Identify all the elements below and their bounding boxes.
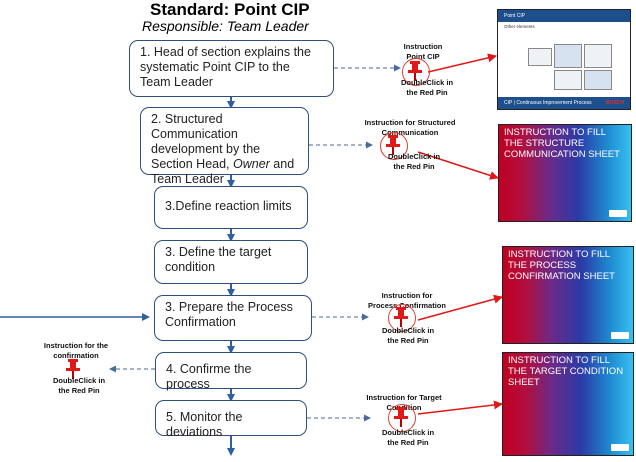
step-7-text: 5. Monitor the deviations [166,410,243,439]
slide-mini-element [584,70,612,90]
slide-subheading: Other elements [504,24,535,29]
instruction-target-condition-action: DoubleClick in the Red Pin [381,428,435,447]
step-7-box: 5. Monitor the deviations [155,400,307,439]
thumbnail-logo [611,444,629,451]
page-title: Standard: Point CIP [150,0,310,19]
step-4-text: 3. Define the target condition [165,245,272,274]
slide-brand-logo: BOSCH [605,100,624,106]
instruction-structured-communication-title: Instruction for Structured Communication [364,118,456,137]
slide-mini-element [528,48,552,66]
step-6-text: 4. Confirme the process [166,362,252,391]
thumbnail-process-confirmation[interactable]: INSTRUCTION TO FILL THE PROCESS CONFIRMA… [502,246,634,344]
step-5-text: 3. Prepare the Process Confirmation [165,300,293,329]
red-pin-circle[interactable] [60,356,88,384]
red-pin-circle[interactable] [402,58,430,86]
step-2-text-a: 2. Structured Communication development … [151,112,261,171]
slide-heading: Point CIP [498,10,630,22]
thumbnail-structure-communication[interactable]: INSTRUCTION TO FILL THE STRUCTURE COMMUN… [498,124,632,222]
step-3-text: 3.Define reaction limits [165,199,292,213]
instruction-structured-communication-action: DoubleClick in the Red Pin [387,152,441,171]
instruction-confirmation-action: DoubleClick in the Red Pin [52,376,106,395]
red-pin-circle[interactable] [388,404,416,432]
step-6-box: 4. Confirme the process [155,352,307,391]
thumbnail-title: INSTRUCTION TO FILL THE STRUCTURE COMMUN… [504,127,620,160]
step-3-box: 3.Define reaction limits [154,186,308,229]
thumbnail-logo [609,210,627,217]
red-pin-circle[interactable] [388,304,416,332]
step-4-box: 3. Define the target condition [154,240,308,284]
step-2-owner: Owner [233,157,270,171]
page-subtitle: Responsible: Team Leader [142,18,309,34]
red-pin-circle[interactable] [380,132,408,160]
instruction-point-cip-action: DoubleClick in the Red Pin [400,78,454,97]
instruction-point-cip-title: Instruction Point CIP [403,42,443,61]
thumbnail-point-cip-slide[interactable]: Point CIP Other elements CIP | Continuou… [497,9,631,110]
red-pin-icon[interactable] [405,60,425,82]
step-2-text-b: and Team Leader [151,157,295,186]
red-pin-icon[interactable] [383,134,403,156]
thumbnail-title: INSTRUCTION TO FILL THE PROCESS CONFIRMA… [508,249,615,282]
step-1-text: 1. Head of section explains the systemat… [140,45,311,89]
thumbnail-target-condition[interactable]: INSTRUCTION TO FILL THE TARGET CONDITION… [502,352,634,456]
red-pin-icon[interactable] [63,358,83,380]
instruction-confirmation-title: Instruction for the confirmation [43,341,109,360]
slide-mini-element [554,70,582,90]
step-2-box: 2. Structured Communication development … [140,107,309,186]
slide-footer: CIP | Continuous Improvement Process [498,97,630,109]
slide-mini-element [584,44,612,68]
thumbnail-title: INSTRUCTION TO FILL THE TARGET CONDITION… [508,355,624,388]
instruction-process-confirmation-action: DoubleClick in the Red Pin [381,326,435,345]
thumbnail-logo [611,332,629,339]
red-pin-icon[interactable] [391,306,411,328]
step-5-box: 3. Prepare the Process Confirmation [154,295,312,341]
step-1-box: 1. Head of section explains the systemat… [129,40,334,97]
red-pin-icon[interactable] [391,406,411,428]
slide-mini-element [554,44,582,68]
